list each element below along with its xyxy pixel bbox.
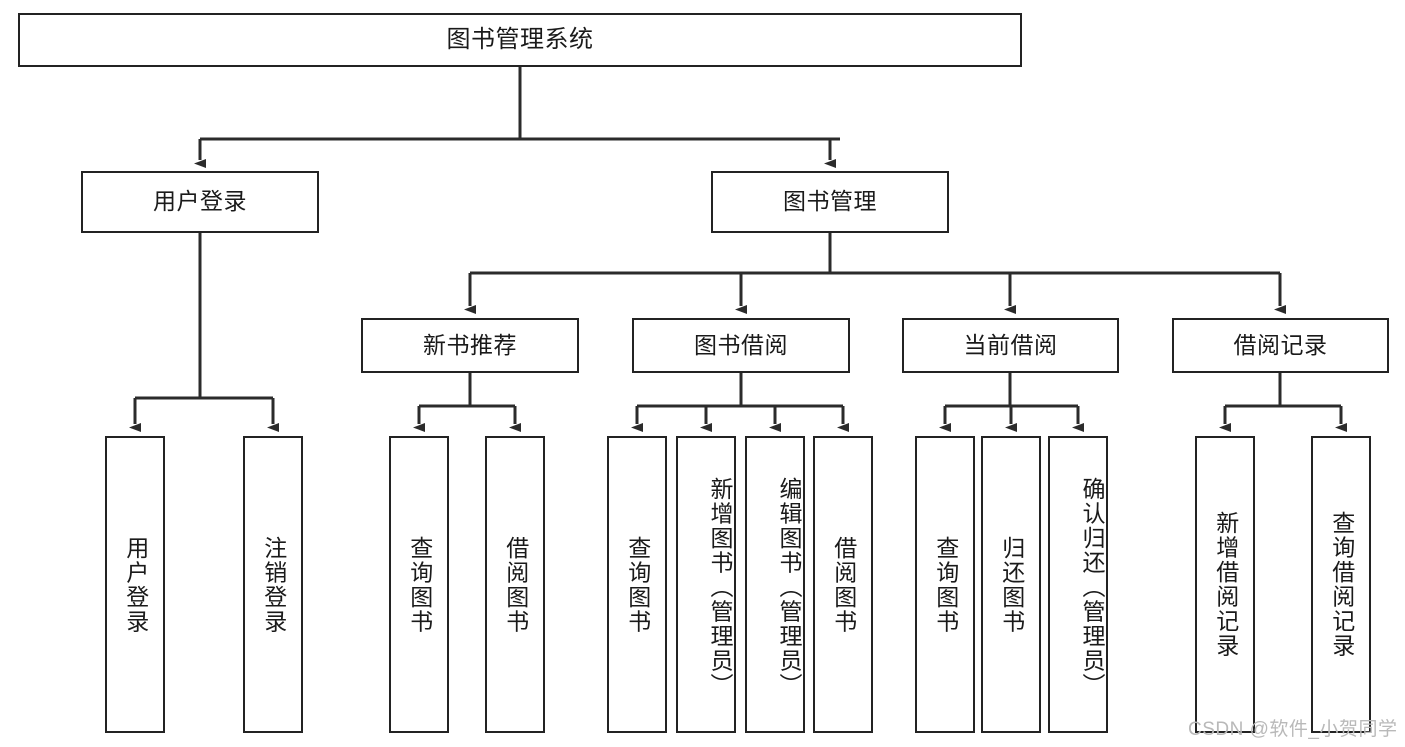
node-leaf-query-book-1[interactable]: 查询图书 (389, 436, 449, 733)
node-borrow-record[interactable]: 借阅记录 (1172, 318, 1389, 373)
node-leaf-query-record[interactable]: 查询借阅记录 (1311, 436, 1371, 733)
node-book-management[interactable]: 图书管理 (711, 171, 949, 233)
node-book-borrow-label: 图书借阅 (694, 331, 788, 358)
node-leaf-user-login[interactable]: 用户登录 (105, 436, 165, 733)
node-leaf-borrow-book-2[interactable]: 借阅图书 (813, 436, 873, 733)
node-leaf-borrow-book-1[interactable]: 借阅图书 (485, 436, 545, 733)
node-current-borrow[interactable]: 当前借阅 (902, 318, 1119, 373)
node-current-borrow-label: 当前借阅 (963, 331, 1058, 358)
node-book-management-label: 图书管理 (783, 188, 877, 215)
node-user-login-label: 用户登录 (153, 188, 247, 215)
node-leaf-add-book[interactable]: 新增图书（管理员） (676, 436, 736, 733)
node-leaf-return-book[interactable]: 归还图书 (981, 436, 1041, 733)
node-leaf-user-logout[interactable]: 注销登录 (243, 436, 303, 733)
node-borrow-record-label: 借阅记录 (1233, 331, 1328, 358)
node-new-book-recommend[interactable]: 新书推荐 (361, 318, 579, 373)
node-book-borrow[interactable]: 图书借阅 (632, 318, 850, 373)
node-root-system[interactable]: 图书管理系统 (18, 13, 1022, 67)
node-leaf-confirm-return[interactable]: 确认归还（管理员） (1048, 436, 1108, 733)
node-user-login[interactable]: 用户登录 (81, 171, 319, 233)
node-new-book-recommend-label: 新书推荐 (423, 331, 517, 358)
node-root-label: 图书管理系统 (446, 25, 594, 53)
node-leaf-query-book-2[interactable]: 查询图书 (607, 436, 667, 733)
node-leaf-add-record[interactable]: 新增借阅记录 (1195, 436, 1255, 733)
node-leaf-query-book-3[interactable]: 查询图书 (915, 436, 975, 733)
node-leaf-edit-book[interactable]: 编辑图书（管理员） (745, 436, 805, 733)
watermark-text: CSDN @软件_小贺同学 (1188, 719, 1398, 740)
